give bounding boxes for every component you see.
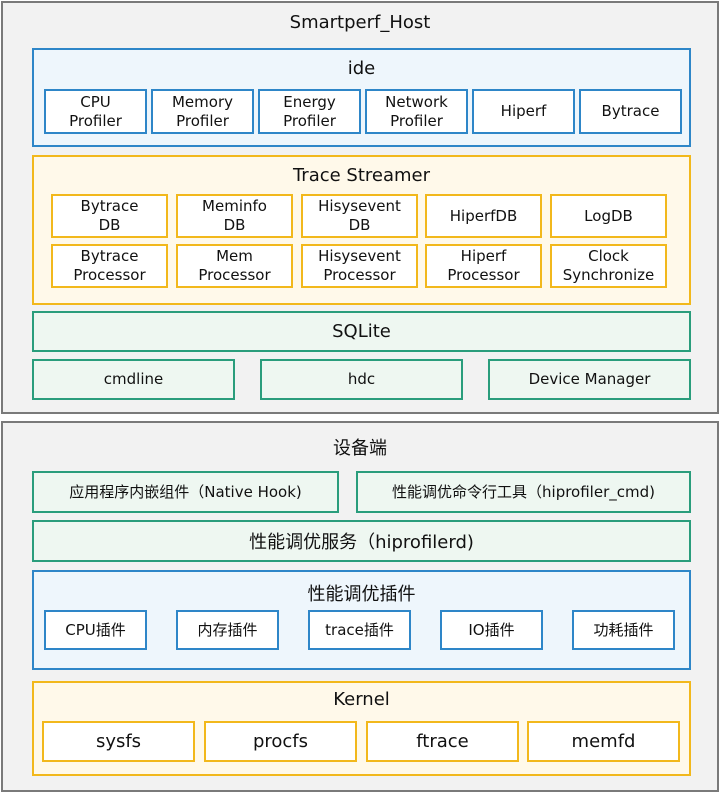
plugin-power: 功耗插件 [572,610,675,650]
ts-hiperf-processor: Hiperf Processor [425,244,542,288]
ts-bytrace-processor: Bytrace Processor [51,244,168,288]
hdc-box: hdc [260,359,463,400]
ts-bytrace-db: Bytrace DB [51,194,168,238]
kernel-ftrace: ftrace [366,721,519,762]
plugin-io: IO插件 [440,610,543,650]
plugins-title: 性能调优插件 [307,584,416,605]
kernel-title: Kernel [333,689,390,710]
hiprofiler-cmd-box: 性能调优命令行工具（hiprofiler_cmd) [356,471,691,513]
device-manager-box: Device Manager [488,359,691,400]
kernel-procfs: procfs [204,721,357,762]
cmdline-box: cmdline [32,359,235,400]
ts-meminfo-db: Meminfo DB [176,194,293,238]
device-title: 设备端 [333,438,387,459]
kernel-memfd: memfd [527,721,680,762]
ide-item-memory-profiler: Memory Profiler [151,89,254,134]
plugin-cpu: CPU插件 [44,610,147,650]
trace-streamer-title: Trace Streamer [292,165,431,186]
kernel-sysfs: sysfs [42,721,195,762]
ide-item-cpu-profiler: CPU Profiler [44,89,147,134]
ide-item-energy-profiler: Energy Profiler [258,89,361,134]
ts-log-db: LogDB [550,194,667,238]
ide-item-network-profiler: Network Profiler [365,89,468,134]
sqlite-box: SQLite [32,311,691,352]
plugin-trace: trace插件 [308,610,411,650]
hiprofilerd-service-box: 性能调优服务（hiprofilerd) [32,520,691,562]
ts-hisysevent-processor: Hisysevent Processor [301,244,418,288]
ide-title: ide [347,58,376,79]
ts-hisysevent-db: Hisysevent DB [301,194,418,238]
smartperf-host-title: Smartperf_Host [289,12,431,33]
ts-hiperf-db: HiperfDB [425,194,542,238]
ts-mem-processor: Mem Processor [176,244,293,288]
ts-clock-synchronize: Clock Synchronize [550,244,667,288]
ide-item-bytrace: Bytrace [579,89,682,134]
plugin-memory: 内存插件 [176,610,279,650]
native-hook-box: 应用程序内嵌组件（Native Hook) [32,471,339,513]
ide-item-hiperf: Hiperf [472,89,575,134]
